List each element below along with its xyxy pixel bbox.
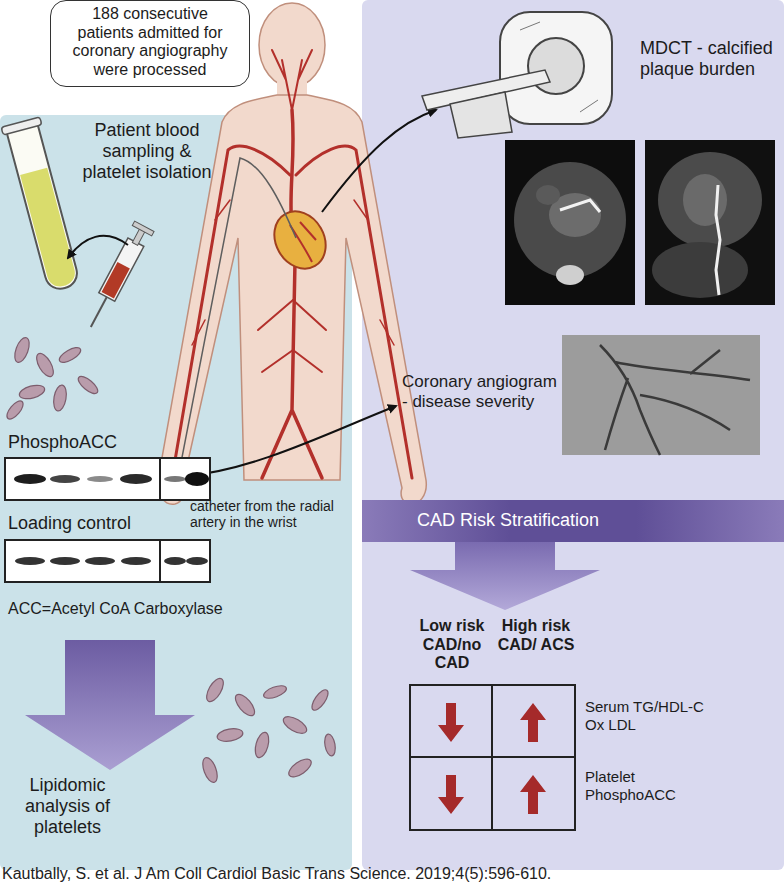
angiogram-image <box>562 335 760 455</box>
ct-image-axial <box>505 140 635 305</box>
ct-scanner <box>422 12 612 138</box>
western-blot-loading <box>5 540 210 582</box>
risk-arrows <box>438 703 546 814</box>
left-panel-ground <box>0 115 352 870</box>
right-panel: MDCT - calcified plaque burdenCoronary a… <box>362 0 784 870</box>
band-title: CAD Risk Stratification <box>417 510 599 531</box>
catheter <box>178 158 296 490</box>
step-label: Patient blood sampling & platelet isolat… <box>82 120 212 183</box>
abbreviation-note: ACC=Acetyl CoA Carboxylase <box>8 600 308 619</box>
citation-caption: Kautbally, S. et al. J Am Coll Cardiol B… <box>2 865 772 884</box>
right-panel-ground <box>362 0 784 870</box>
blot-label: Loading control <box>8 513 188 534</box>
imaging-label: Coronary angiogram - disease severity <box>402 372 557 412</box>
column-header: High risk CAD/ ACS <box>492 617 580 654</box>
western-blot-phospho <box>5 458 210 500</box>
left-panel: Patient blood sampling & platelet isolat… <box>0 115 352 870</box>
pointer-arrows <box>68 110 436 476</box>
platelets <box>4 336 337 785</box>
blot-label: PhosphoACC <box>8 432 188 453</box>
row-label: Platelet PhosphoACC <box>585 768 693 803</box>
step-label: Lipidomic analysis of platelets <box>5 775 130 838</box>
down-arrow-right <box>410 542 600 610</box>
risk-table-grid <box>410 685 575 830</box>
stratification-band: CAD Risk Stratification <box>362 500 784 542</box>
panel-grounds <box>0 0 784 870</box>
arteries <box>172 50 412 478</box>
test-tube <box>1 117 84 293</box>
imaging-label: MDCT - calcified plaque burden <box>640 38 778 80</box>
box-text: 188 consecutive patients admitted for co… <box>63 5 237 80</box>
column-header: Low risk CAD/no CAD <box>408 617 496 673</box>
info-box: 188 consecutive patients admitted for co… <box>50 0 250 87</box>
ct-image-coronal <box>645 140 775 305</box>
down-arrow-left <box>25 640 195 770</box>
row-label: Serum TG/HDL-C Ox LDL <box>585 698 715 733</box>
heart <box>264 202 336 278</box>
catheter-label: catheter from the radial artery in the w… <box>190 498 360 531</box>
